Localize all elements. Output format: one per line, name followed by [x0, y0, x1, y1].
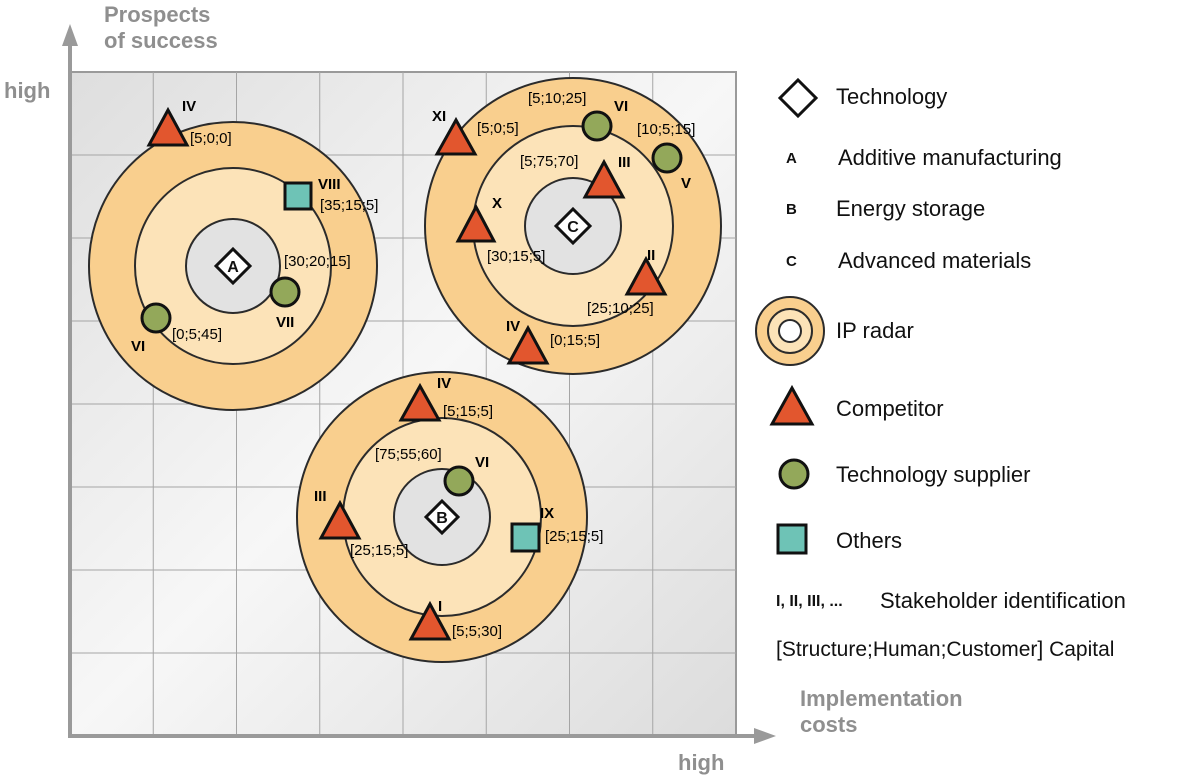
stakeholder-capital: [35;15;5]: [320, 197, 378, 214]
stakeholder-id: VI: [131, 338, 145, 355]
stakeholder-capital: [25;10;25]: [587, 300, 654, 317]
legend-supplier-circle-icon: [778, 458, 810, 490]
radar-a: A IV [5;0;0] VIII [35;15;5] VII [30;20;1…: [88, 98, 378, 411]
stakeholder-id: VII: [276, 314, 294, 331]
legend-competitor-label: Competitor: [836, 396, 944, 421]
competitor-triangle-icon: [506, 324, 550, 365]
competitor-triangle-icon: [408, 600, 452, 641]
legend-letter-c: C: [786, 253, 797, 270]
radar-c-letter: C: [567, 219, 579, 236]
competitor-triangle-icon: [146, 106, 190, 147]
legend-ip-radar-label: IP radar: [836, 318, 914, 343]
stakeholder-id: XI: [432, 108, 446, 125]
x-axis-title-line2: costs: [800, 712, 858, 737]
legend-roman-series: I, II, III, ...: [776, 593, 843, 610]
stakeholder-id: VI: [475, 454, 489, 471]
stakeholder-capital: [0;15;5]: [550, 332, 600, 349]
x-axis: [68, 728, 776, 744]
stakeholder-id: IV: [182, 98, 196, 115]
competitor-triangle-icon: [624, 255, 668, 296]
stakeholder-id: IV: [437, 375, 451, 392]
stakeholder-capital: [10;5;15]: [637, 121, 695, 138]
supplier-circle-icon: [651, 142, 683, 174]
competitor-triangle-icon: [455, 203, 497, 243]
legend-capital: [Structure;Human;Customer] Capital: [776, 638, 1115, 661]
legend-letter-b: B: [786, 201, 797, 218]
others-square-icon: [510, 522, 541, 553]
legend-competitor-triangle-icon: [769, 384, 815, 426]
legend: [755, 77, 825, 555]
y-axis-title-line2: of success: [104, 28, 218, 53]
legend-stakeholder-identification: Stakeholder identification: [880, 588, 1126, 613]
stakeholder-id: II: [647, 247, 655, 264]
supplier-circle-icon: [443, 465, 475, 497]
x-axis-title: Implementation costs: [800, 686, 963, 738]
y-axis-title: Prospects of success: [104, 2, 218, 54]
legend-others-square-icon: [776, 523, 808, 555]
x-axis-high-label: high: [678, 750, 725, 775]
legend-label-b: Energy storage: [836, 196, 986, 221]
radar-c: C XI [5;0;5] VI [5;10;25] V [10;5;15] II…: [424, 77, 722, 375]
radar-a-letter: A: [227, 259, 239, 276]
stakeholder-capital: [5;0;0]: [190, 130, 232, 147]
legend-label-a: Additive manufacturing: [838, 145, 1062, 170]
legend-letter-a: A: [786, 150, 797, 167]
stakeholder-capital: [5;5;30]: [452, 623, 502, 640]
legend-technology-diamond-icon: [777, 77, 819, 119]
legend-others-label: Others: [836, 528, 903, 553]
stakeholder-capital: [30;15;5]: [487, 248, 545, 265]
technology-diamond-icon: [213, 246, 253, 286]
stakeholder-id: V: [681, 175, 691, 192]
stakeholder-capital: [75;55;60]: [375, 446, 442, 463]
legend-label-c: Advanced materials: [838, 248, 1032, 273]
competitor-triangle-icon: [318, 499, 362, 540]
stakeholder-id: X: [492, 195, 502, 212]
radar-b: B IV [5;15;5] VI [75;55;60] III [25;15;5…: [296, 371, 603, 663]
stakeholder-id: III: [618, 154, 631, 171]
competitor-triangle-icon: [398, 382, 442, 422]
radar-b-letter: B: [436, 510, 448, 527]
stakeholder-id: VI: [614, 98, 628, 115]
competitor-triangle-icon: [434, 116, 478, 156]
y-axis-title-line1: Prospects: [104, 2, 211, 27]
stakeholder-id: III: [314, 488, 327, 505]
stakeholder-capital: [0;5;45]: [172, 326, 222, 343]
x-axis-arrow-icon: [754, 728, 776, 744]
y-axis-arrow-icon: [62, 24, 78, 46]
x-axis-title-line1: Implementation: [800, 686, 963, 711]
stakeholder-id: IV: [506, 318, 520, 335]
stakeholder-id: I: [438, 598, 442, 615]
competitor-triangle-icon: [582, 158, 626, 199]
y-axis-high-label: high: [4, 78, 51, 103]
y-axis: [62, 24, 78, 738]
stakeholder-capital: [5;75;70]: [520, 153, 578, 170]
stakeholder-capital: [5;10;25]: [528, 90, 586, 107]
stakeholder-capital: [5;0;5]: [477, 120, 519, 137]
stakeholder-id: VIII: [318, 176, 341, 193]
stakeholder-capital: [25;15;5]: [350, 542, 408, 559]
technology-diamond-icon: [423, 498, 461, 536]
legend-supplier-label: Technology supplier: [836, 462, 1031, 487]
stakeholder-id: IX: [540, 505, 554, 522]
others-square-icon: [283, 181, 313, 211]
legend-technology-label: Technology: [836, 84, 948, 109]
supplier-circle-icon: [581, 110, 613, 142]
supplier-circle-icon: [140, 302, 172, 334]
technology-diamond-icon: [553, 206, 593, 246]
stakeholder-capital: [5;15;5]: [443, 403, 493, 420]
stakeholder-capital: [30;20;15]: [284, 253, 351, 270]
supplier-circle-icon: [269, 276, 301, 308]
stakeholder-capital: [25;15;5]: [545, 528, 603, 545]
